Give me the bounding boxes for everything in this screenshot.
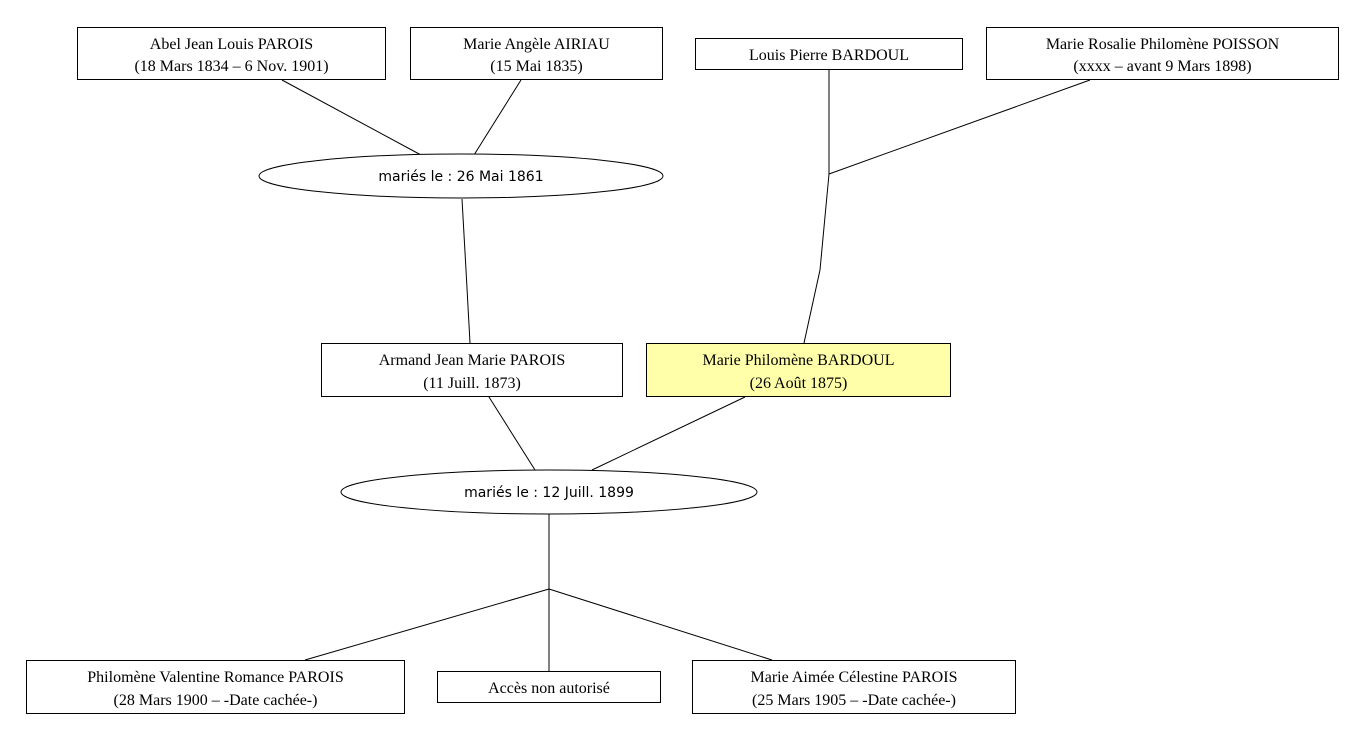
- marriage-label: mariés le : 12 Juill. 1899: [464, 485, 634, 501]
- person-name: Marie Philomène BARDOUL: [703, 352, 895, 369]
- link-marie-philomene-m1899: [591, 396, 746, 471]
- link-abel-m1861: [281, 79, 422, 156]
- person-name: Abel Jean Louis PAROIS: [150, 36, 313, 53]
- person-box-philomene-valentine-parois[interactable]: Philomène Valentine Romance PAROIS (28 M…: [26, 660, 405, 714]
- person-dates: (15 Mai 1835): [490, 58, 582, 75]
- person-box-louis-pierre-bardoul[interactable]: Louis Pierre BARDOUL: [695, 38, 963, 70]
- link-m1861-armand-b: [465, 269, 471, 344]
- marriage-node-1899: mariés le : 12 Juill. 1899: [340, 469, 758, 515]
- person-name: Marie Angèle AIRIAU: [463, 36, 610, 53]
- person-name: Armand Jean Marie PAROIS: [379, 352, 566, 369]
- person-box-frame: [321, 343, 623, 397]
- marriage-label: mariés le : 26 Mai 1861: [378, 169, 543, 185]
- tree-links: [281, 70, 1091, 671]
- link-marie-angele-m1861: [473, 79, 522, 156]
- person-name: Accès non autorisé: [488, 680, 610, 697]
- person-box-marie-aimee-parois[interactable]: Marie Aimée Célestine PAROIS (25 Mars 19…: [692, 660, 1016, 714]
- person-box-armand-parois[interactable]: Armand Jean Marie PAROIS (11 Juill. 1873…: [321, 343, 623, 397]
- marriage-ellipse: [340, 469, 758, 515]
- marriage-ellipse: [258, 153, 664, 199]
- link-m1861-armand-a: [461, 198, 467, 271]
- person-box-frame: [77, 27, 386, 80]
- link-armand-m1899: [488, 396, 536, 471]
- person-box-marie-rosalie-poisson[interactable]: Marie Rosalie Philomène POISSON (xxxx – …: [986, 27, 1339, 80]
- person-dates: (25 Mars 1905 – -Date cachée-): [752, 692, 956, 709]
- person-box-frame: [437, 671, 661, 703]
- link-marie-rosalie-junction: [828, 79, 1091, 175]
- person-dates: (11 Juill. 1873): [423, 375, 521, 392]
- person-box-marie-angele-airiau[interactable]: Marie Angèle AIRIAU (15 Mai 1835): [410, 27, 663, 80]
- person-name: Marie Rosalie Philomène POISSON: [1046, 36, 1280, 53]
- person-box-frame: [695, 38, 963, 70]
- person-name: Louis Pierre BARDOUL: [749, 47, 909, 64]
- person-dates: (26 Août 1875): [750, 375, 848, 392]
- person-dates: (xxxx – avant 9 Mars 1898): [1073, 58, 1251, 75]
- person-dates: (18 Mars 1834 – 6 Nov. 1901): [134, 58, 328, 75]
- link-junction-marie-philomene-a: [819, 173, 830, 271]
- person-box-abel-parois[interactable]: Abel Jean Louis PAROIS (18 Mars 1834 – 6…: [77, 27, 386, 80]
- person-name: Marie Aimée Célestine PAROIS: [751, 669, 958, 686]
- person-box-acces-non-autorise[interactable]: Accès non autorisé: [437, 671, 661, 703]
- marriage-node-1861: mariés le : 26 Mai 1861: [258, 153, 664, 199]
- person-box-frame: [692, 660, 1016, 714]
- person-box-frame: [26, 660, 405, 714]
- link-junction-marie-philomene-b: [803, 269, 821, 344]
- person-box-frame: [986, 27, 1339, 80]
- link-junction-philomene-valentine: [304, 588, 550, 661]
- person-box-marie-philomene-bardoul[interactable]: Marie Philomène BARDOUL (26 Août 1875): [646, 343, 951, 397]
- link-junction-marie-aimee: [548, 588, 773, 661]
- person-name: Philomène Valentine Romance PAROIS: [87, 669, 343, 686]
- person-box-frame: [410, 27, 663, 80]
- person-dates: (28 Mars 1900 – -Date cachée-): [114, 692, 318, 709]
- person-box-frame: [646, 343, 951, 397]
